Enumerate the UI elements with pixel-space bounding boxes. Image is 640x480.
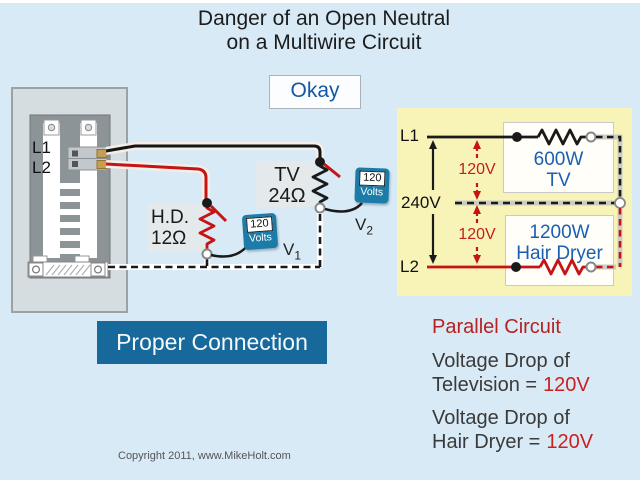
panel-enclosure	[11, 87, 128, 313]
panel-l1-label: L1	[32, 138, 51, 157]
summary-hd-prefix: Hair Dryer =	[432, 431, 541, 453]
bus-stabs	[56, 183, 84, 254]
summary-tv-line1: Voltage Drop of	[432, 350, 570, 372]
title-line2: on a Multiwire Circuit	[226, 31, 422, 54]
v1-base: V	[283, 240, 295, 259]
hd-name: H.D.	[151, 207, 189, 228]
neutral-bar-hatch	[45, 264, 91, 276]
tv-load-text: TV 24Ω	[256, 165, 318, 207]
v2-black-probe-lead	[324, 202, 363, 213]
v1-red-probe-lead	[209, 204, 228, 223]
wire-hot-black-l1	[105, 144, 322, 158]
summary-tv-value: 120V	[543, 374, 590, 396]
summary-hd-line2: Hair Dryer =120V	[432, 431, 593, 454]
breaker-terminal-l1	[96, 149, 108, 158]
voltmeter-v1: 120 Volts	[241, 212, 279, 251]
v2-red-probe-lead	[323, 162, 341, 179]
okay-badge: Okay	[269, 75, 361, 109]
hair-dryer-load-box: 1200W Hair Dryer	[505, 215, 614, 286]
total-voltage-label: 240V	[401, 193, 441, 212]
proper-connection-banner: Proper Connection	[97, 321, 327, 364]
voltmeter-v2-reading: 120	[358, 170, 386, 187]
tv-watts: 600W	[533, 149, 584, 170]
wire-hot-red-l2	[105, 162, 208, 199]
lower-voltage-label: 120V	[458, 226, 496, 243]
v1-sub: 1	[294, 248, 302, 263]
tv-load-label: 600W TV	[504, 149, 613, 191]
tv-load-box: 600W TV	[503, 122, 614, 193]
page-title: Danger of an Open Neutral on a Multiwire…	[64, 7, 584, 55]
summary-tv-line2: Television =120V	[432, 374, 590, 397]
voltmeter-v1-unit: Volts	[248, 231, 273, 245]
voltmeter-v2: 120 Volts	[354, 167, 390, 204]
summary-tv-prefix: Television =	[432, 374, 538, 396]
tv-resistance: 24Ω	[268, 185, 306, 207]
hd-load-text: H.D. 12Ω	[151, 207, 189, 249]
panel-l2-label: L2	[32, 158, 51, 177]
main-lugs	[43, 119, 97, 136]
upper-voltage-label: 120V	[458, 161, 496, 178]
tv-name: TV	[546, 170, 571, 191]
breaker-panel	[11, 87, 128, 313]
v1-black-probe-lead	[210, 244, 249, 258]
v1-label: V1	[283, 240, 301, 262]
voltmeter-v2-unit: Volts	[360, 185, 384, 199]
hair-dryer-watts: 1200W	[529, 222, 590, 243]
hd-resistance: 12Ω	[151, 228, 187, 249]
tv-label-plate	[256, 161, 318, 207]
title-line1: Danger of an Open Neutral	[197, 7, 451, 30]
okay-label: Okay	[290, 79, 340, 102]
hair-dryer-name: Hair Dryer	[516, 243, 603, 264]
tv-name-label: TV	[274, 164, 300, 186]
summary-hd-value: 120V	[546, 431, 594, 453]
v2-sub: 2	[366, 223, 374, 238]
breaker-terminal-l2	[96, 160, 108, 169]
top-border-strip	[0, 0, 640, 3]
v2-base: V	[355, 215, 367, 234]
banner-label: Proper Connection	[116, 329, 308, 355]
bus-bar-right	[80, 123, 97, 258]
summary-heading: Parallel Circuit	[432, 316, 561, 338]
neutral-bar	[27, 255, 109, 278]
hair-dryer-load-label: 1200W Hair Dryer	[506, 222, 613, 264]
copyright-text: Copyright 2011, www.MikeHolt.com	[118, 450, 291, 462]
schematic-l2-label: L2	[400, 257, 419, 276]
v2-label: V2	[355, 215, 373, 237]
two-pole-breaker	[67, 146, 108, 171]
summary-hd-line1: Voltage Drop of	[432, 407, 570, 429]
schematic-l1-label: L1	[400, 126, 419, 145]
